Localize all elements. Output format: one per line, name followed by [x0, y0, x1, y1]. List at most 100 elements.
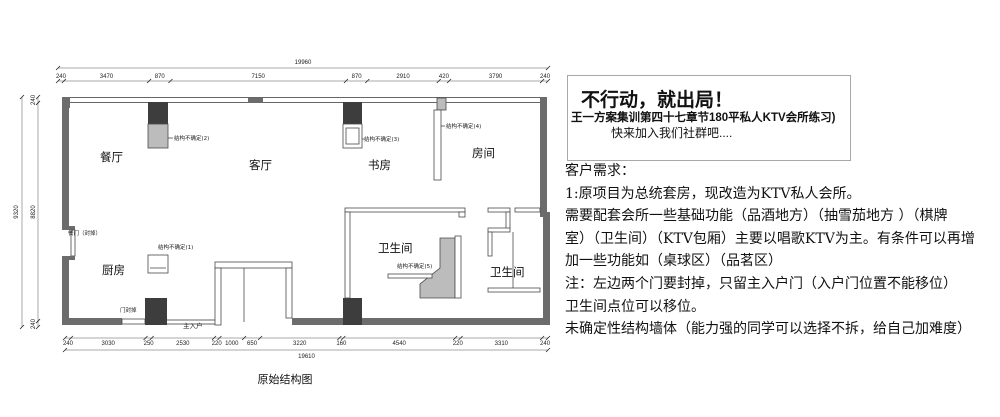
room-label-dining: 餐厅 [100, 150, 123, 164]
dim-top-total-label: 19960 [295, 60, 312, 66]
dim-bottom-tick [337, 335, 342, 341]
room-label-living: 客厅 [249, 158, 272, 172]
entry-partition [214, 261, 293, 269]
dim-left-total-label: 9320 [14, 205, 20, 219]
dim-bottom-label: 220 [212, 341, 223, 347]
uncertain-structure-box [147, 254, 169, 274]
partition-wall [344, 207, 466, 213]
partition-wall [487, 231, 493, 257]
requirement-line: 需要配套会所一些基础功能（品酒地方）（抽雪茄地方 ）（棋牌 [565, 208, 948, 225]
right-wall [540, 102, 547, 214]
dim-top-label: 870 [352, 74, 363, 80]
dim-bottom-total-tick [62, 347, 68, 353]
uncertain-structure-inner [345, 127, 360, 145]
dim-top-label: 3470 [100, 74, 114, 80]
uncertain-structure-box [147, 123, 169, 149]
dim-bottom-tick [257, 335, 263, 341]
right-wall-step [540, 212, 550, 217]
dim-bottom-label: 240 [540, 341, 551, 347]
dim-top-tick [446, 78, 452, 84]
dim-bottom-label: 160 [336, 341, 347, 347]
left-wall [62, 258, 69, 325]
dim-top-label: 240 [56, 74, 67, 80]
intro-invite: 快来加入我们社群吧.... [611, 126, 733, 140]
structural-column [343, 298, 362, 325]
room-label-bedroom: 房间 [472, 146, 495, 160]
dim-left-tick [35, 324, 41, 330]
dim-bottom-tick [545, 335, 551, 341]
uncertain-structure-box [433, 109, 442, 181]
dim-top-tick [436, 78, 442, 84]
dim-top-total-tick [55, 65, 61, 71]
dim-top-label: 7150 [252, 74, 266, 80]
dim-top-tick [55, 78, 61, 84]
partition-wall [514, 207, 541, 213]
room-label-bathroom-right: 卫生间 [490, 265, 525, 279]
requirement-line: 注：左边两个门要封掉，只留主入户门（入户门位置不能移位） [565, 275, 957, 292]
requirement-line: 室）（卫生间）（KTV包厢）主要以唱歌KTV为主。有条件可以再增 [565, 230, 975, 247]
plan-caption: 原始结构图 [258, 372, 313, 386]
bathroom-left-walls [344, 207, 466, 299]
dim-top-tick [539, 78, 545, 84]
bathroom-right-walls [487, 207, 541, 293]
right-wall [543, 215, 550, 325]
left-wall-notch [62, 226, 75, 230]
intro-subtitle: 王一方案集训第四十七章节180平私人KTV会所练习) [571, 112, 836, 124]
room-label-kitchen: 厨房 [102, 263, 125, 277]
dim-bottom-label: 1000 [225, 341, 239, 347]
note-uncertain-1: 结构不确定(1) [158, 243, 193, 251]
dim-left-label: 240 [31, 94, 37, 105]
bottom-wall [62, 318, 122, 325]
dim-bottom-label: 220 [453, 341, 464, 347]
exterior-walls [62, 97, 550, 326]
dim-bottom-tick [68, 335, 74, 341]
dim-bottom-label: 240 [63, 341, 74, 347]
dim-bottom-label: 3220 [293, 341, 307, 347]
dim-bottom-label: 650 [247, 341, 258, 347]
entry-partition [214, 267, 222, 326]
partition-wall [387, 273, 433, 279]
structural-column [343, 102, 362, 124]
dim-bottom-label: 3310 [495, 341, 509, 347]
dim-bottom-total-tick [545, 347, 551, 353]
dim-top-tick [343, 78, 349, 84]
bottom-wall [362, 318, 547, 325]
partition-wall [505, 211, 511, 230]
requirement-line: 卫生间点位可以移位。 [565, 298, 705, 315]
note-sealed-dining-door: 餐门（封掉） [68, 229, 101, 237]
note-main-entry: 主入户 [183, 321, 203, 330]
dim-bottom-label: 4540 [393, 341, 407, 347]
dim-top-tick [365, 78, 370, 84]
requirements-heading: 客户需求： [565, 163, 635, 179]
dim-top-tick [146, 78, 152, 84]
dim-top-tick [61, 78, 67, 84]
dim-bottom-total-label: 19610 [298, 354, 315, 360]
bottom-wall [292, 318, 343, 325]
note-uncertain-4: 结构不确定(4) [446, 122, 481, 130]
dim-bottom-label: 3030 [102, 341, 116, 347]
dim-top-label: 2910 [396, 74, 410, 80]
dim-left-tick [35, 318, 41, 324]
partition-wall [487, 207, 511, 213]
dim-bottom-tick [458, 335, 463, 341]
note-sealed-door: 门封掉 [120, 306, 137, 314]
dim-bottom-tick [539, 335, 545, 341]
client-requirements: 客户需求： 1:原项目为总统套房，现改造为KTV私人会所。 需要配套会所一些基础… [565, 160, 990, 341]
room-label-bathroom-left: 卫生间 [378, 241, 413, 255]
leader-lines [168, 125, 445, 140]
entry-partition [285, 267, 293, 319]
dim-left-tick [35, 100, 41, 106]
wall-segment [248, 98, 263, 103]
left-wall [62, 102, 69, 228]
partition-wall [487, 287, 541, 293]
dim-bottom-tick [211, 335, 217, 341]
dim-left-tick [35, 94, 41, 100]
dim-bottom-label: 250 [144, 341, 155, 347]
dim-bottom-tick [143, 335, 148, 341]
dim-bottom-label: 2530 [176, 341, 190, 347]
partition-wall [344, 211, 351, 299]
partition-wall [454, 235, 462, 299]
dim-top-label: 870 [155, 74, 166, 80]
